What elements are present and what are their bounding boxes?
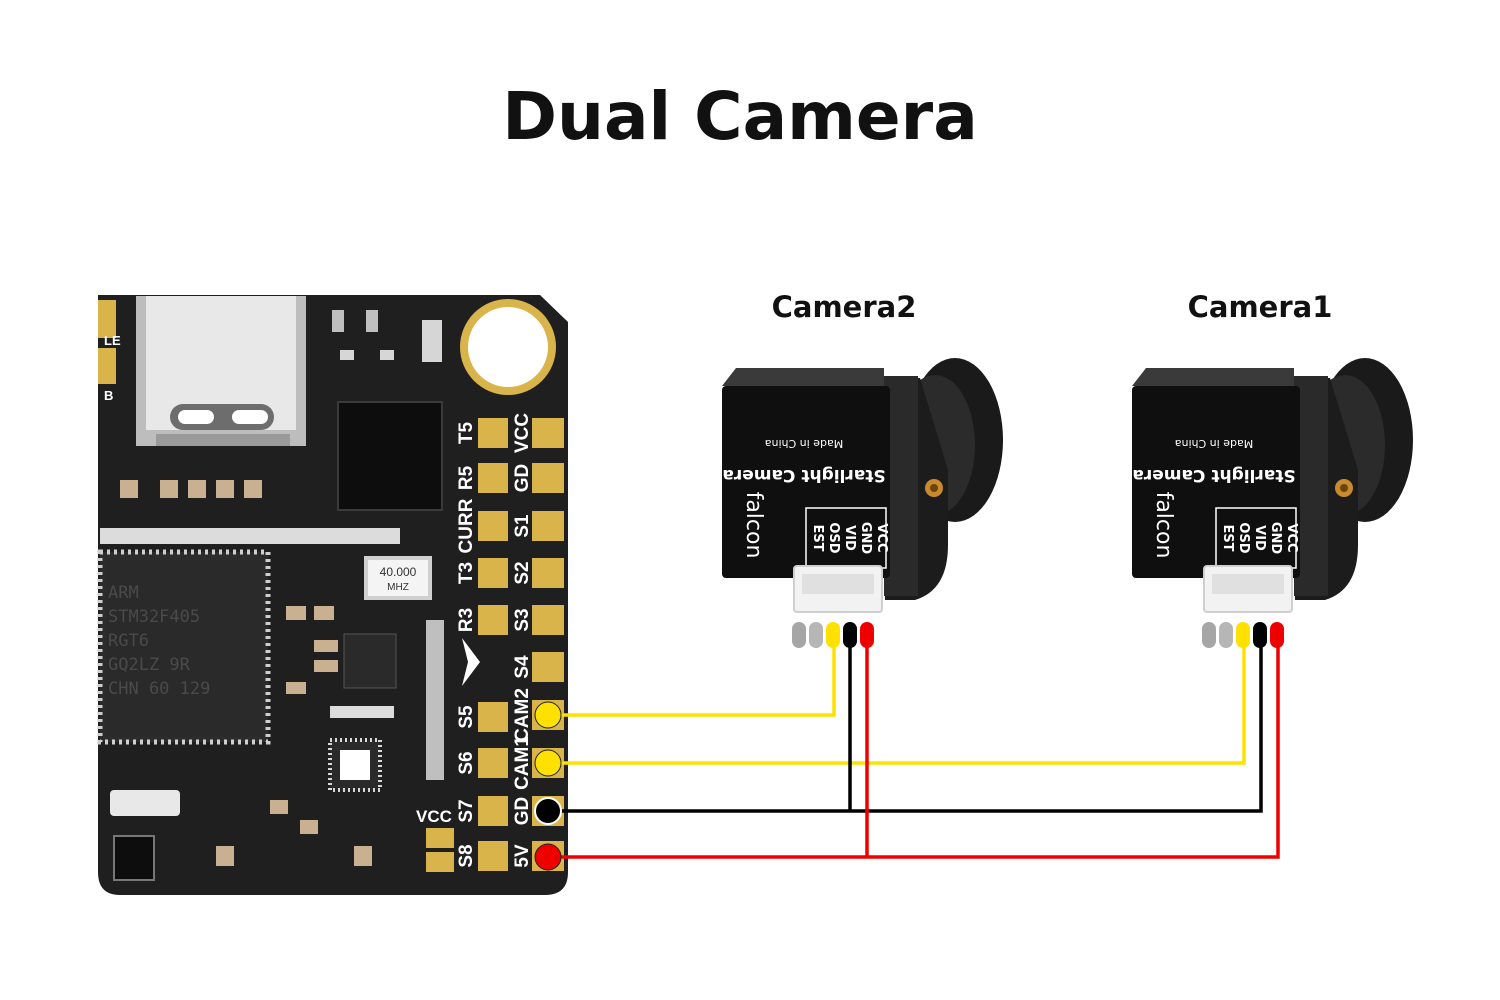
- camera2-pin-vcc: VCC: [874, 523, 889, 552]
- camera1-pin-vid: VID: [1252, 525, 1267, 551]
- pin-label-s4: S4: [512, 655, 533, 679]
- gyro-chip: [337, 401, 443, 511]
- wire-cam1-video: [548, 640, 1246, 765]
- pin-label-t3: T3: [456, 562, 477, 584]
- usb-c-port: [136, 296, 306, 446]
- camera2-pin-gnd: GND: [858, 522, 873, 555]
- cam1-pad-dot: [534, 749, 562, 777]
- power-pad-dot: [534, 843, 562, 871]
- camera1-label: Camera1: [1187, 290, 1333, 324]
- mcu-line-4: GQ2LZ 9R: [108, 655, 191, 675]
- pin-label-cam1: CAM1: [512, 736, 533, 790]
- mounting-hole: [460, 299, 556, 395]
- pin-label-r3: R3: [456, 608, 477, 632]
- mcu-line-3: RGT6: [108, 631, 149, 651]
- camera2-wire-est: [792, 622, 806, 648]
- crystal-unit: MHZ: [387, 582, 409, 593]
- pin-label-s1: S1: [512, 514, 533, 538]
- pin-label-vcc: VCC: [512, 413, 533, 453]
- camera2-pin-est: EST: [810, 524, 825, 551]
- camera2-wire-vcc: [860, 622, 874, 648]
- pin-label-t5: T5: [456, 421, 477, 444]
- wire-ground: [548, 640, 1263, 813]
- bga-chip: [328, 738, 382, 792]
- crystal-oscillator: 40.000 MHZ: [364, 556, 432, 600]
- camera2-label: Camera2: [771, 290, 917, 324]
- mcu-line-1: ARM: [108, 583, 139, 603]
- cam2-pad-dot: [534, 701, 562, 729]
- camera1-pin-gnd: GND: [1268, 522, 1283, 555]
- camera1-wire-osd: [1219, 622, 1233, 648]
- edge-label-b: B: [104, 388, 113, 403]
- pin-label-gd-2: GD: [512, 797, 533, 826]
- diagram-title: Dual Camera: [502, 78, 978, 155]
- camera2-brand: falcon: [741, 492, 766, 559]
- pin-label-s5: S5: [456, 705, 477, 729]
- mcu-chip: ARM STM32F405 RGT6 GQ2LZ 9R CHN 60 129: [97, 549, 271, 745]
- pin-label-s8: S8: [456, 844, 477, 867]
- wires: [548, 640, 1280, 859]
- camera2-wire-gnd: [843, 622, 857, 648]
- camera2-wire-osd: [809, 622, 823, 648]
- camera2: Made in China Starlight Camera falcon ES…: [722, 358, 1003, 648]
- pin-label-s3: S3: [512, 608, 533, 631]
- mcu-line-5: CHN 60 129: [108, 679, 210, 699]
- wire-cam2-video: [548, 640, 836, 717]
- pin-label-curr: CURR: [456, 498, 477, 553]
- camera1-pin-osd: OSD: [1236, 522, 1251, 553]
- edge-label-le: LE: [104, 333, 121, 348]
- camera2-model: Starlight Camera: [722, 465, 885, 485]
- pin-label-s6: S6: [456, 751, 477, 774]
- camera2-pin-osd: OSD: [826, 522, 841, 553]
- camera1-pin-vcc: VCC: [1284, 523, 1299, 552]
- pin-label-5v: 5V: [512, 844, 533, 868]
- camera2-pin-vid: VID: [842, 525, 857, 551]
- camera1-brand: falcon: [1151, 492, 1176, 559]
- camera2-made-in: Made in China: [765, 437, 843, 450]
- pin-label-cam2: CAM2: [512, 688, 533, 742]
- wire-power: [548, 640, 1280, 859]
- pin-label-s2: S2: [512, 561, 533, 584]
- pin-label-r5: R5: [456, 465, 477, 490]
- crystal-frequency: 40.000: [380, 565, 417, 579]
- camera1: Made in China Starlight Camera falcon ES…: [1132, 358, 1413, 648]
- camera1-model: Starlight Camera: [1132, 465, 1295, 485]
- camera2-wire-vid: [826, 622, 840, 648]
- camera1-wire-vid: [1236, 622, 1250, 648]
- mcu-line-2: STM32F405: [108, 607, 200, 627]
- camera1-wire-vcc: [1270, 622, 1284, 648]
- pin-label-vcc-small: VCC: [416, 807, 452, 826]
- camera1-wire-est: [1202, 622, 1216, 648]
- camera1-pin-est: EST: [1220, 524, 1235, 551]
- camera1-wire-gnd: [1253, 622, 1267, 648]
- pin-label-s7: S7: [456, 799, 477, 822]
- camera1-made-in: Made in China: [1175, 437, 1253, 450]
- pin-label-gd: GD: [512, 464, 533, 493]
- ground-pad-dot: [534, 797, 562, 825]
- flight-controller-board: LE B: [97, 295, 568, 895]
